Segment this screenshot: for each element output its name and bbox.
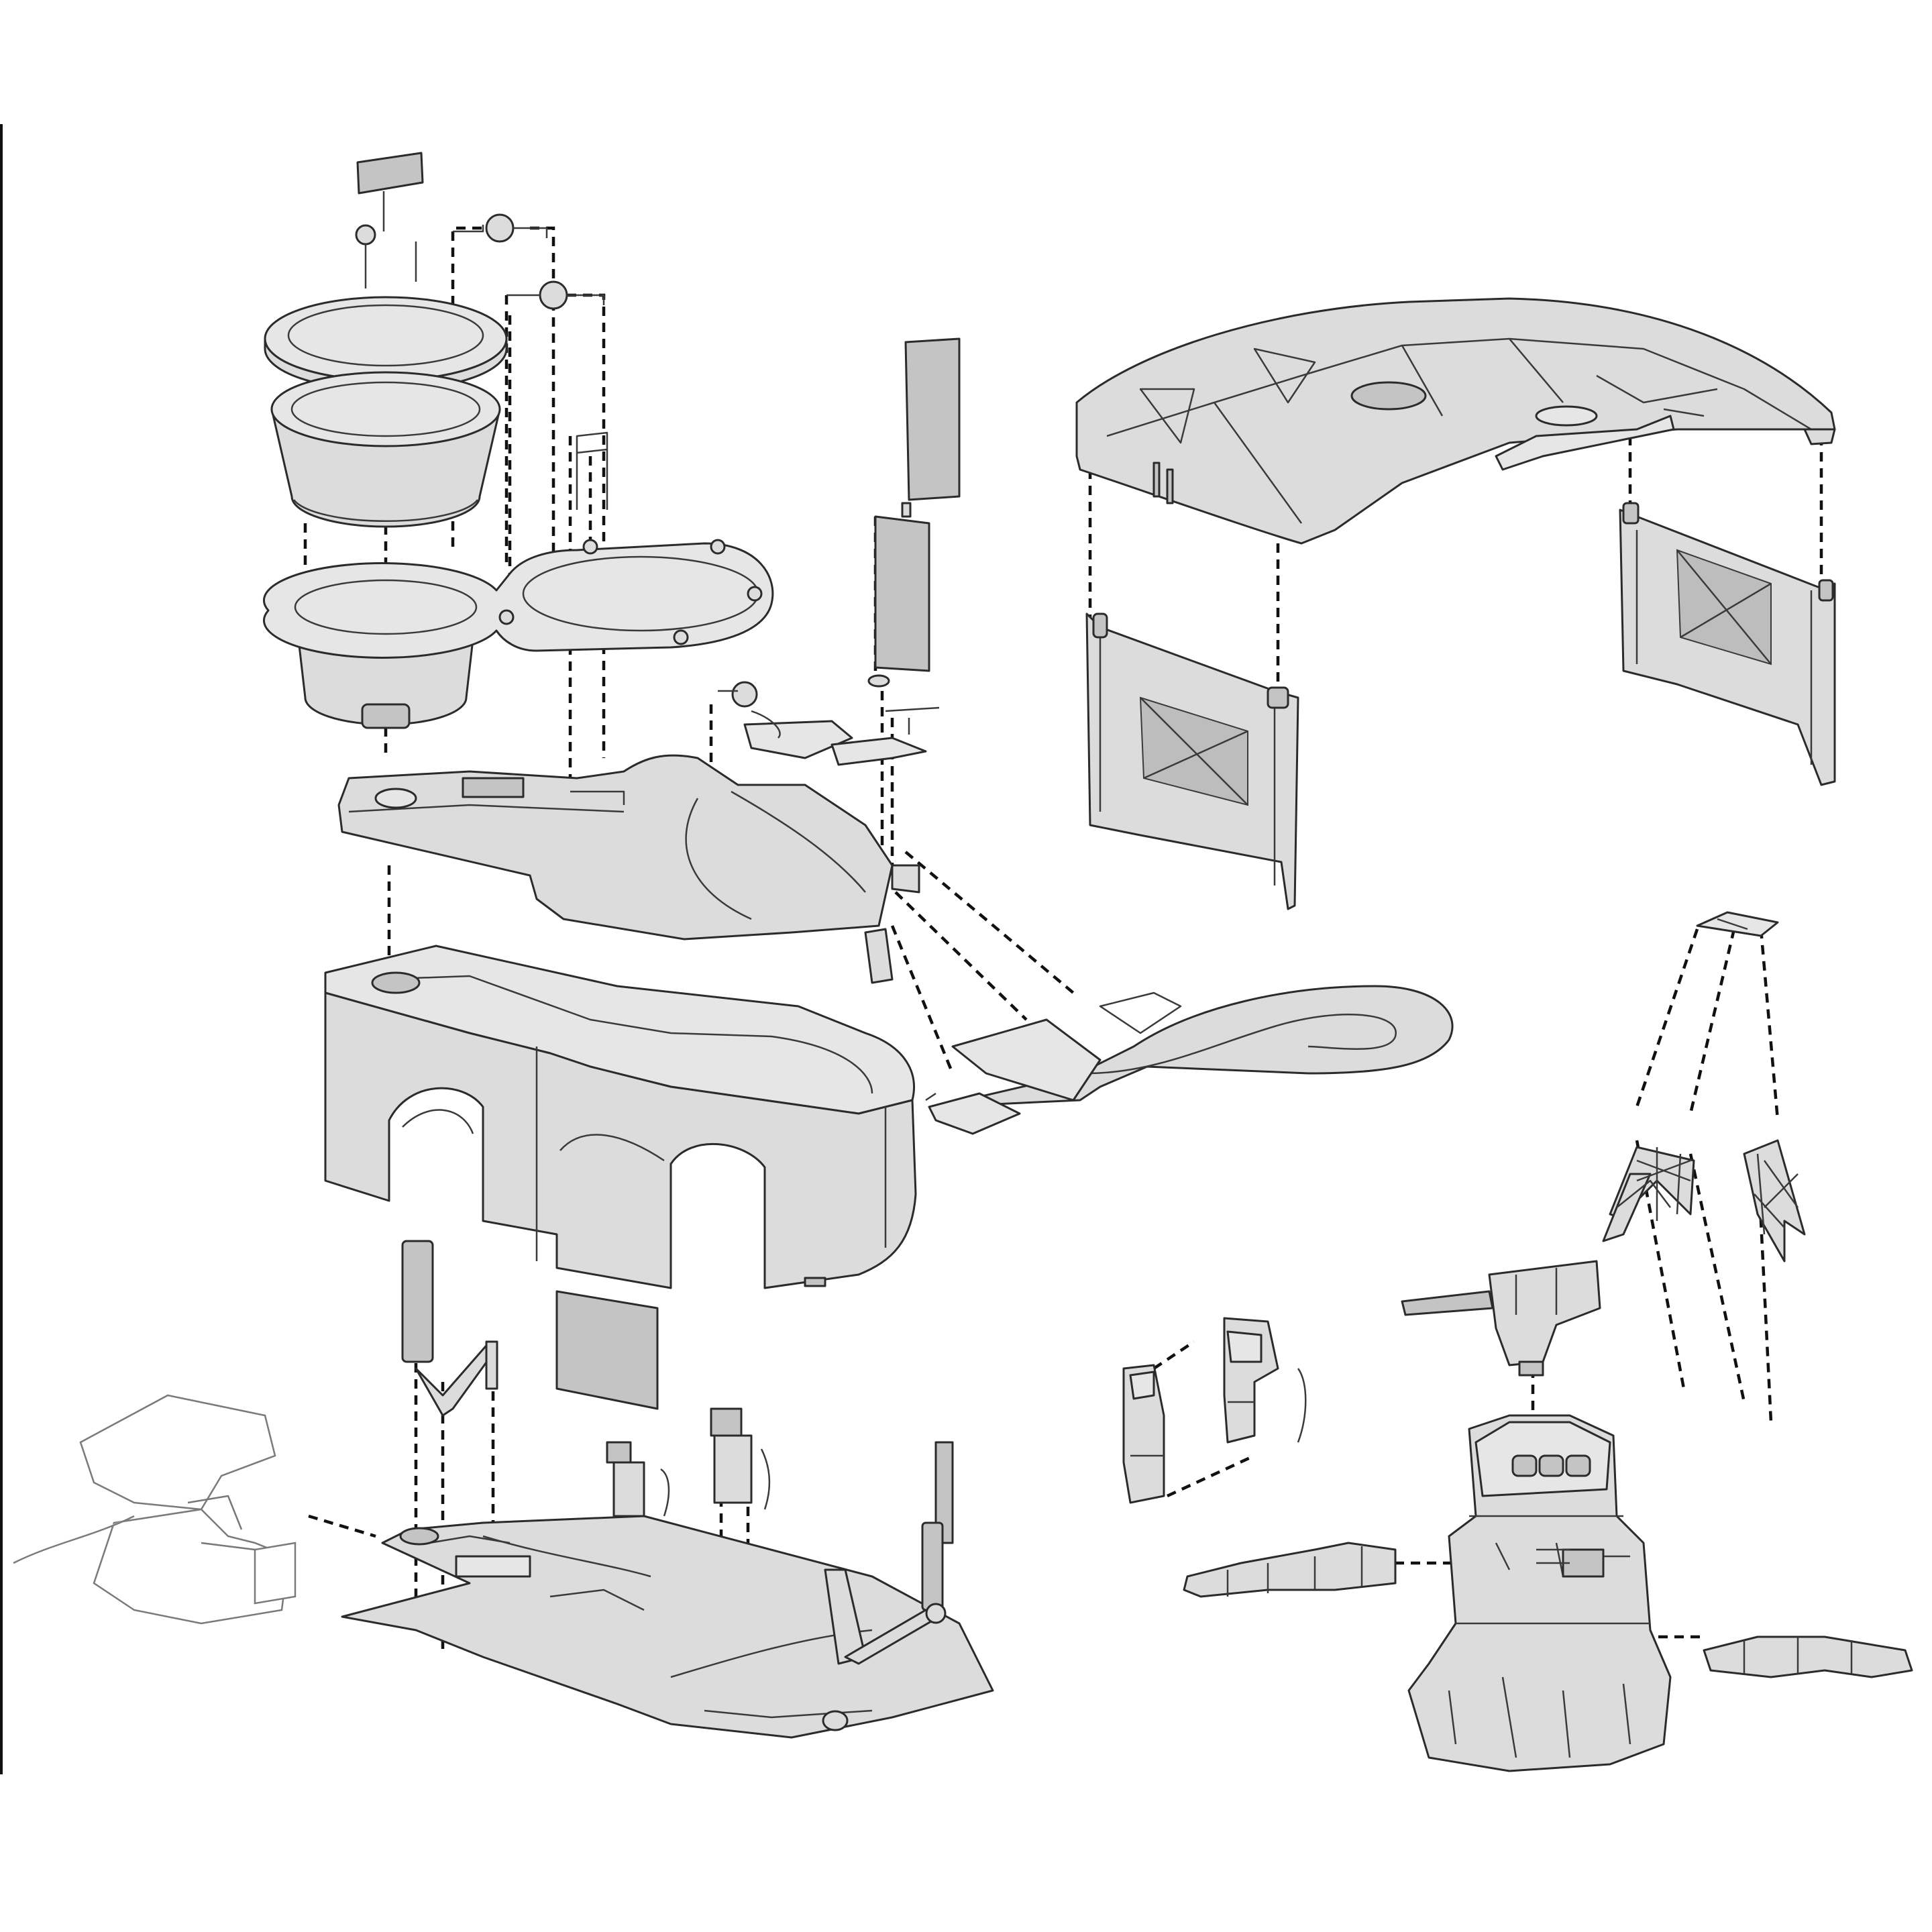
main-base-wall xyxy=(324,945,917,1289)
bracket-parts xyxy=(576,431,608,510)
canopy-roof xyxy=(1075,297,1836,545)
pole-hooks xyxy=(453,213,605,310)
flag xyxy=(355,152,424,288)
display-panel xyxy=(555,1290,659,1410)
ghost-outline-part xyxy=(13,1394,297,1625)
cannon-left xyxy=(1183,1542,1397,1598)
vertical-panels xyxy=(864,337,961,984)
cannon-right xyxy=(1703,1635,1913,1678)
small-posts xyxy=(606,1407,867,1665)
ramp-track xyxy=(925,985,1454,1135)
side-grille-panel xyxy=(1619,502,1836,786)
twin-deck-platform xyxy=(262,539,774,729)
small-console xyxy=(1122,1317,1307,1504)
lamp-post-right xyxy=(822,1441,954,1731)
upper-floor-plate xyxy=(337,754,894,941)
steering-small-parts xyxy=(718,681,927,766)
side-grille-panel xyxy=(1085,612,1299,910)
tower-cup xyxy=(270,371,501,528)
page-edge-line xyxy=(0,124,3,1774)
lamp-post-left xyxy=(401,1240,498,1417)
turret-bunker xyxy=(1407,1414,1672,1772)
gun-turret xyxy=(1401,1260,1601,1377)
lattice-tower xyxy=(1602,911,1806,1263)
